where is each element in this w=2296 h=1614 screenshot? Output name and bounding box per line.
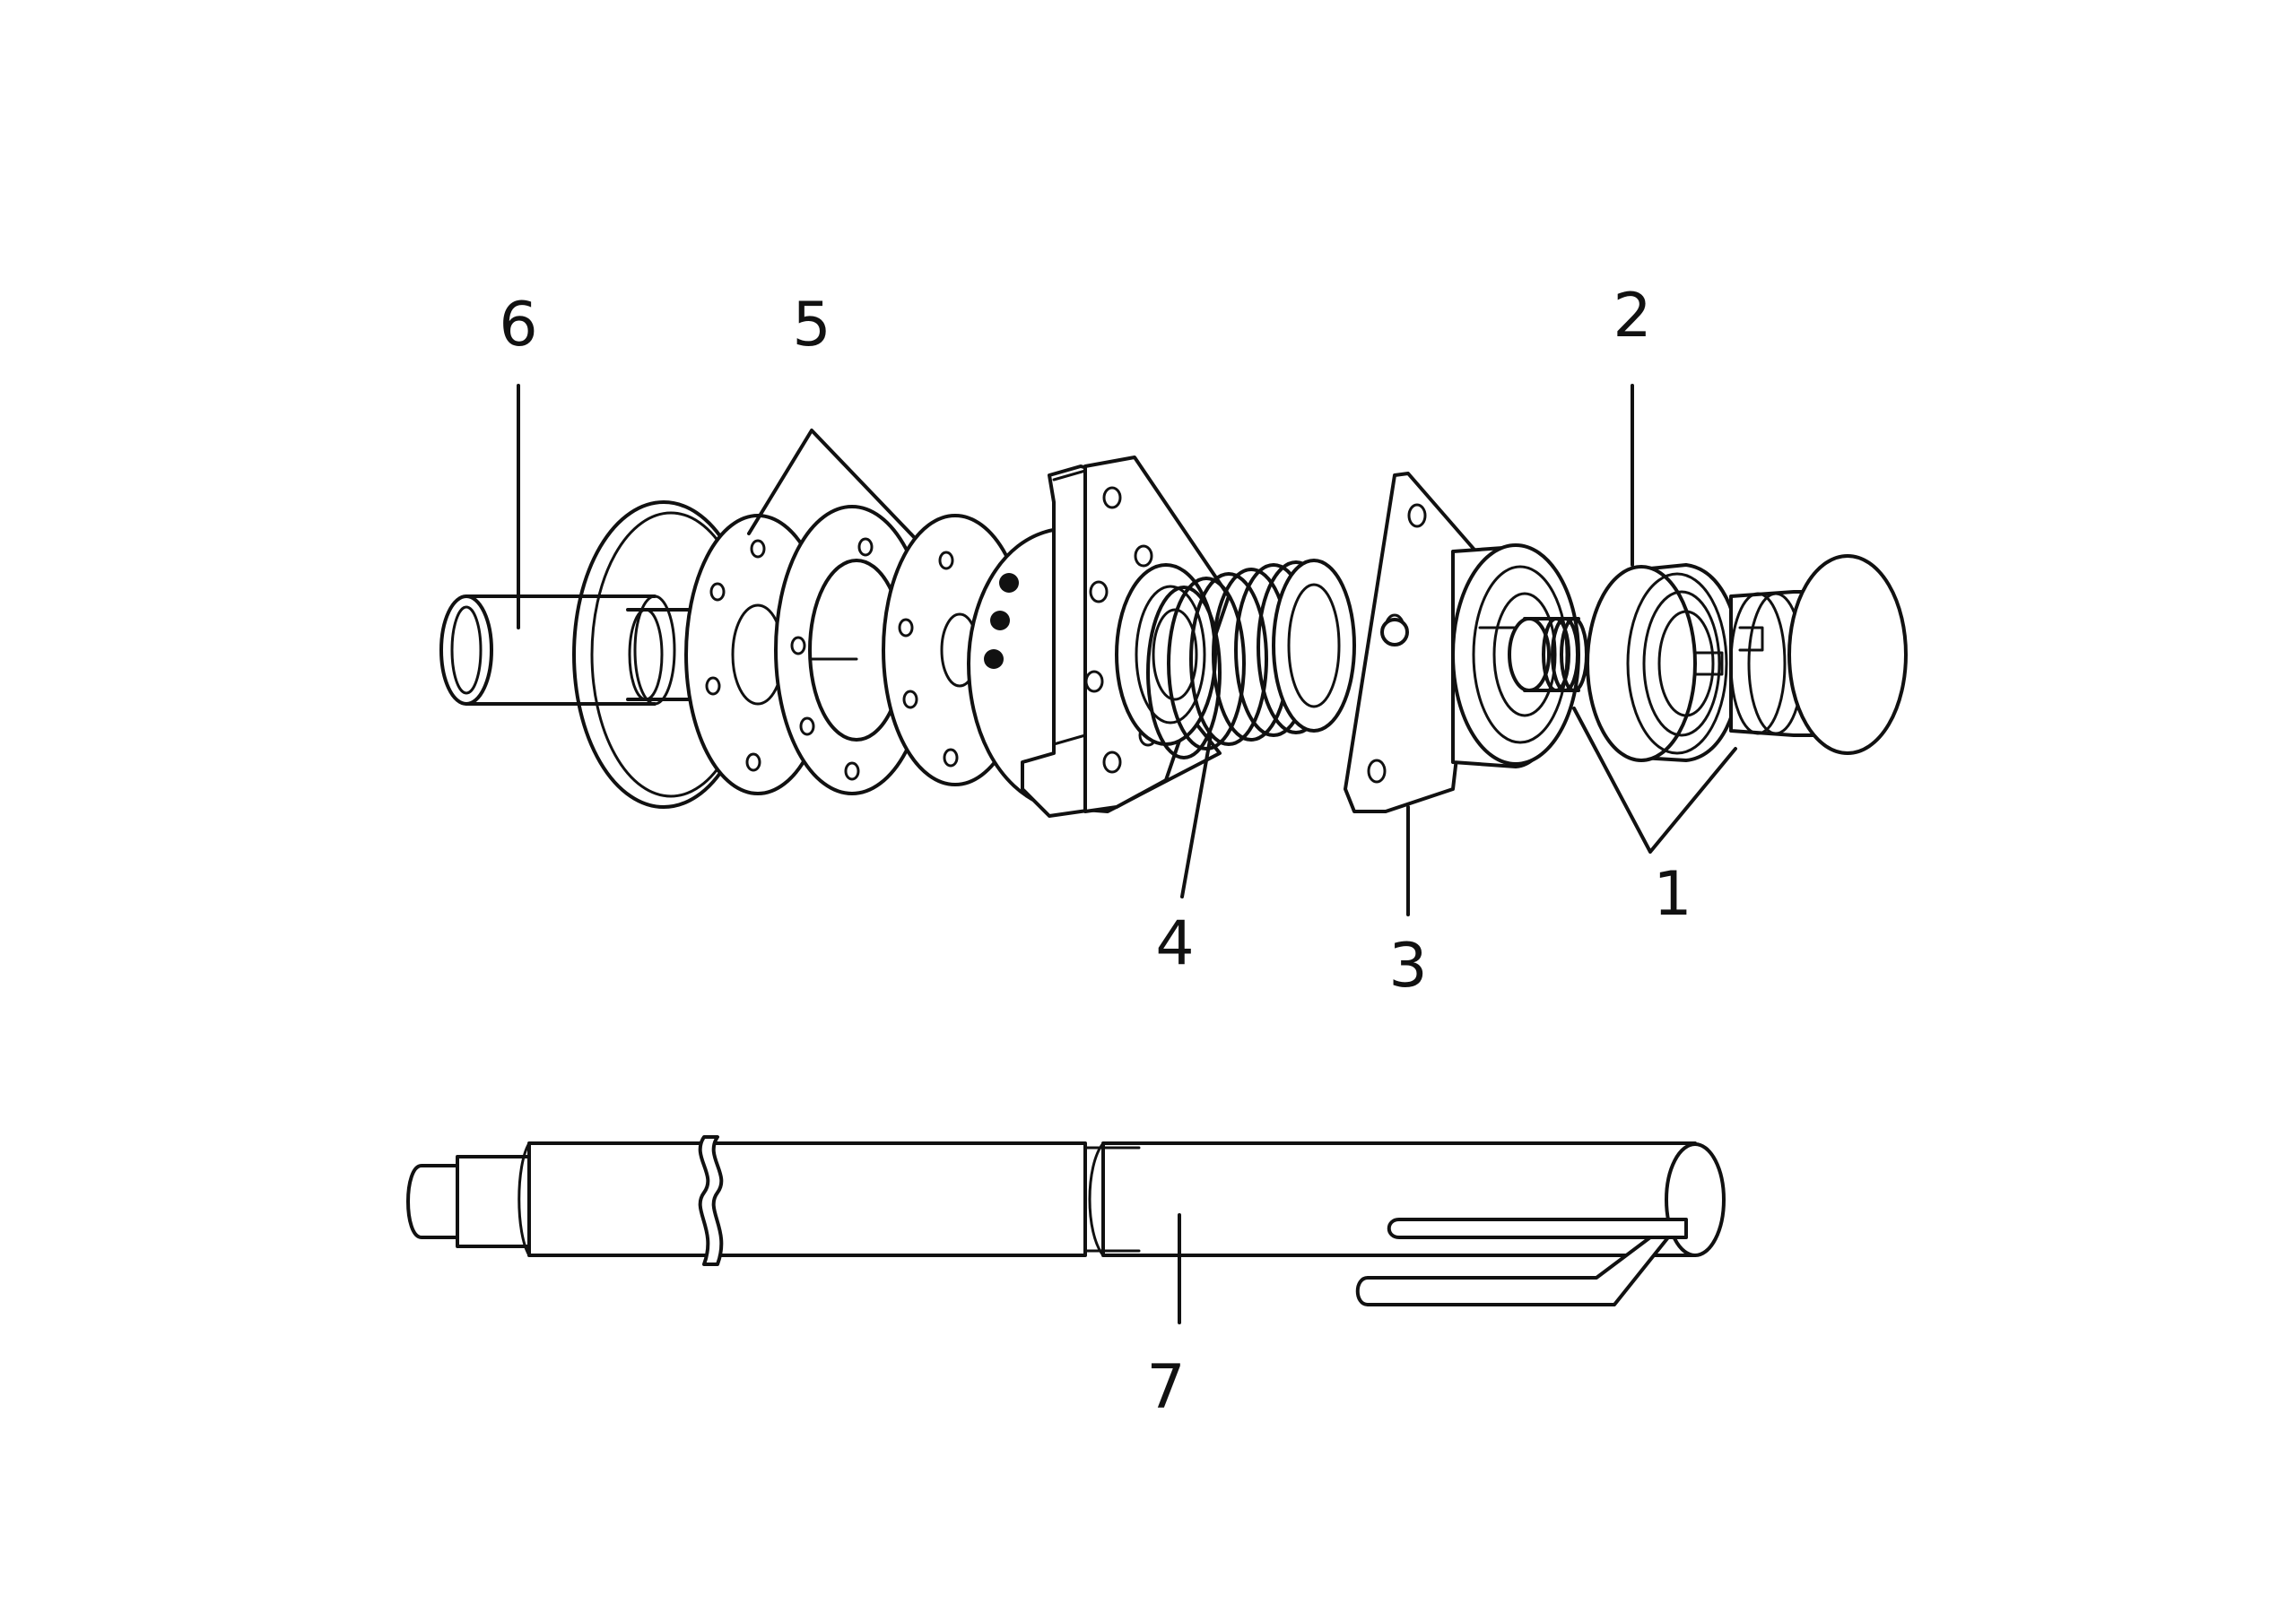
label-1: 1 (1653, 859, 1692, 930)
part-4-spring (1146, 559, 1356, 759)
label-6: 6 (499, 290, 537, 360)
triangular-flange (967, 456, 1231, 818)
part-7-shaft (406, 1135, 1726, 1306)
label-3: 3 (1388, 931, 1427, 1002)
part-6-sleeve (439, 594, 676, 706)
small-shaft (1508, 617, 1588, 692)
large-ring (572, 500, 755, 809)
leader-lines (517, 384, 1737, 1324)
leader-4 (1180, 733, 1213, 898)
label-2: 2 (1613, 281, 1651, 351)
part-labels: 6 5 2 4 3 1 7 (499, 281, 1692, 1423)
label-5: 5 (792, 290, 831, 360)
part-5-washer-b (774, 505, 930, 795)
label-4: 4 (1155, 908, 1194, 979)
part-2-bearing (1586, 563, 1742, 762)
part-1-cap (1729, 554, 1908, 755)
leader-1 (1572, 707, 1737, 854)
label-7: 7 (1146, 1352, 1185, 1423)
leader-5 (747, 429, 917, 540)
